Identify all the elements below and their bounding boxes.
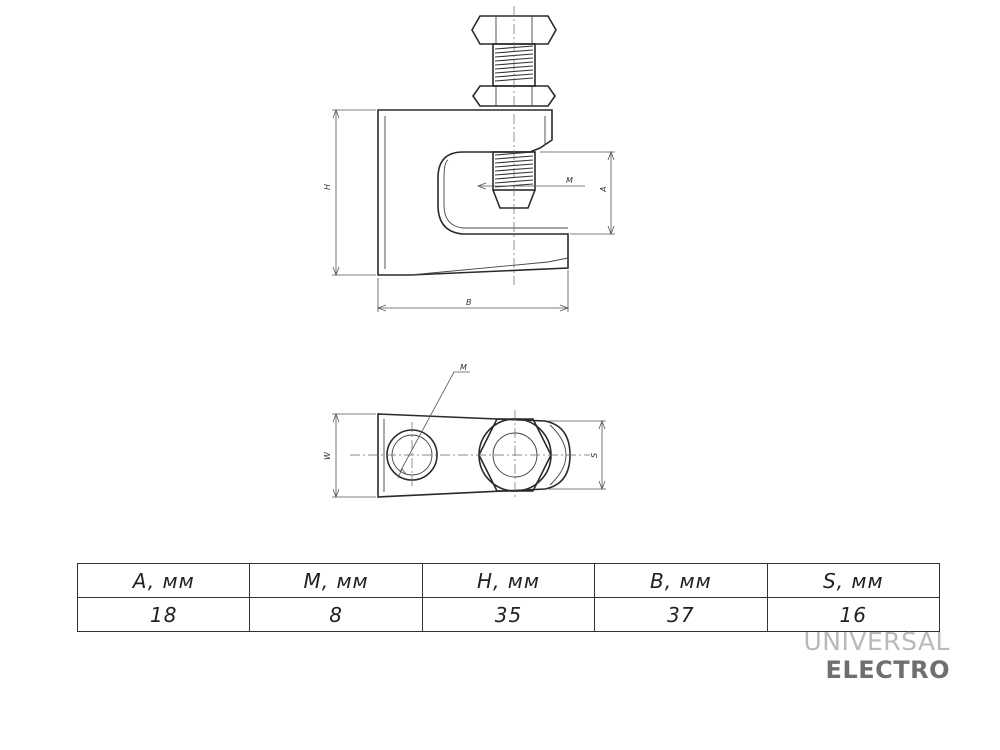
dim-label-top-m: M (460, 363, 467, 372)
table-header-cell: H, мм (421, 563, 596, 598)
logo-line-2: ELECTRO (825, 656, 950, 684)
table-cell: 37 (594, 597, 768, 632)
front-view: H A M B (323, 6, 615, 312)
dim-label-s: S (590, 453, 599, 458)
thread-line (494, 183, 534, 188)
thread-line (494, 73, 534, 78)
table-cell: 8 (249, 597, 423, 632)
top-view: M W S (323, 363, 606, 500)
dim-label-h: H (323, 184, 332, 190)
lock-nut (472, 85, 556, 107)
thread-line (494, 159, 534, 164)
table-header-cell: S, мм (766, 563, 941, 598)
dim-label-m: M (566, 176, 573, 185)
top-nut (471, 15, 557, 45)
dim-label-a: A (599, 187, 608, 193)
table-cell: 35 (421, 597, 596, 632)
clamp-body (377, 109, 569, 276)
table-cell: 16 (766, 597, 941, 632)
universal-electro-logo: UNIVERSAL ELECTRO (800, 627, 960, 685)
table-row: 18 8 35 37 16 (76, 597, 941, 632)
clamp-plan-outline (377, 413, 571, 498)
table-cell: 18 (76, 597, 251, 632)
table-header-cell: B, мм (594, 563, 768, 598)
thread-line (494, 57, 534, 62)
table-header-cell: A, мм (76, 563, 251, 598)
dim-label-b: B (466, 298, 472, 307)
logo-line-1: UNIVERSAL (803, 627, 950, 656)
dim-label-w: W (323, 451, 332, 460)
table-header-row: A, мм M, мм H, мм B, мм S, мм (76, 563, 941, 598)
thread-line (494, 69, 534, 74)
dimensions-table: A, мм M, мм H, мм B, мм S, мм 18 8 35 37… (76, 563, 941, 632)
table-header-cell: M, мм (249, 563, 423, 598)
thread-line (494, 163, 534, 168)
